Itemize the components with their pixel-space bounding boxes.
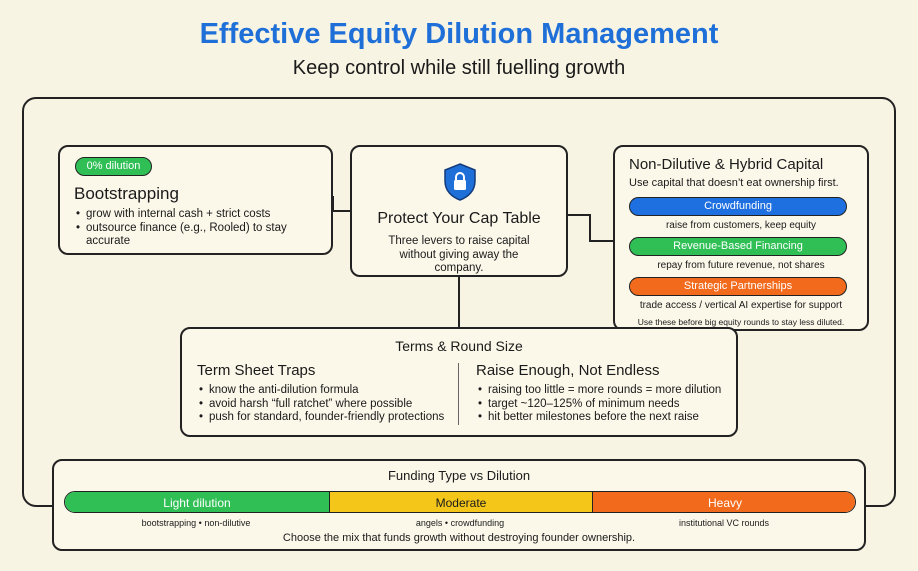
connector-right-vertical [589,214,591,242]
list-item: avoid harsh “full ratchet” where possibl… [197,398,457,412]
segment-caption-light: bootstrapping • non-dilutive [141,518,251,528]
connector-left [332,210,352,212]
segment-caption-moderate: angels • crowdfunding [415,518,505,528]
non-dilutive-subtitle: Use capital that doesn’t eat ownership f… [629,177,839,189]
option-desc-revenue-based: repay from future revenue, not shares [657,260,825,271]
terms-divider [458,363,459,425]
bootstrapping-title: Bootstrapping [74,184,179,203]
term-sheet-title: Term Sheet Traps [197,362,316,379]
bootstrapping-card: 0% dilution Bootstrapping grow with inte… [58,145,333,255]
dilution-segment-moderate: Moderate [329,492,593,512]
list-item: raising too little = more rounds = more … [476,384,731,398]
page-subtitle: Keep control while still fuelling growth [292,57,626,79]
option-desc-strategic: trade access / vertical AI expertise for… [639,300,843,311]
page-title: Effective Equity Dilution Management [199,18,719,50]
list-item: grow with internal cash + strict costs [74,208,324,222]
dilution-segment-light: Light dilution [65,492,329,512]
connector-down [458,277,460,327]
cap-table-body: Three levers to raise capital without gi… [388,235,530,274]
list-item: push for standard, founder-friendly prot… [197,411,457,425]
raise-enough-list: raising too little = more rounds = more … [476,384,731,425]
term-sheet-list: know the anti-dilution formula avoid har… [197,384,457,425]
connector-right [567,214,589,216]
option-desc-crowdfunding: raise from customers, keep equity [665,220,817,231]
funding-card: Funding Type vs Dilution Light dilution … [52,459,866,551]
funding-footer: Choose the mix that funds growth without… [282,532,636,544]
connector-right-stub [589,240,613,242]
non-dilutive-title: Non-Dilutive & Hybrid Capital [629,156,824,173]
bootstrapping-list: grow with internal cash + strict costs o… [74,208,324,249]
option-pill-strategic: Strategic Partnerships [629,277,847,296]
list-item: hit better milestones before the next ra… [476,411,731,425]
segment-caption-heavy: institutional VC rounds [678,518,770,528]
raise-enough-title: Raise Enough, Not Endless [476,362,660,379]
list-item: target ~120–125% of minimum needs [476,398,731,412]
dilution-segment-heavy: Heavy [593,492,855,512]
non-dilutive-note: Use these before big equity rounds to st… [637,317,845,327]
option-pill-crowdfunding: Crowdfunding [629,197,847,216]
option-pill-revenue-based: Revenue-Based Financing [629,237,847,256]
list-item: outsource finance (e.g., Rooled) to stay… [74,222,324,249]
cap-table-title: Protect Your Cap Table [377,210,541,227]
terms-card: Terms & Round Size Term Sheet Traps know… [180,327,738,437]
terms-title: Terms & Round Size [395,338,523,354]
connector-left-vertical [332,196,334,212]
funding-title: Funding Type vs Dilution [387,468,531,483]
non-dilutive-card: Non-Dilutive & Hybrid Capital Use capita… [613,145,869,331]
shield-lock-icon [443,163,477,201]
dilution-badge: 0% dilution [75,157,152,176]
list-item: know the anti-dilution formula [197,384,457,398]
cap-table-card: Protect Your Cap Table Three levers to r… [350,145,568,277]
dilution-bar: Light dilution Moderate Heavy [64,491,856,513]
